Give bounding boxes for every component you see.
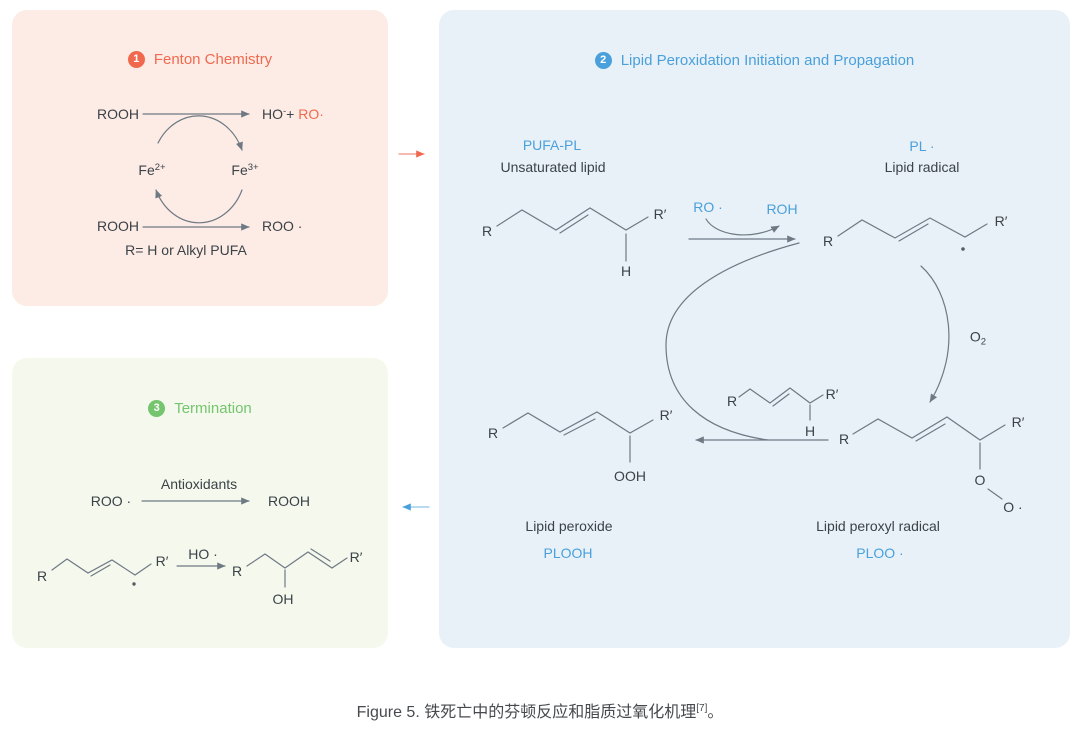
term-roo-radical-label: ROO · bbox=[90, 493, 132, 509]
rooh-bottom-label: ROOH bbox=[97, 218, 139, 234]
s4-o-radical-atom: O · bbox=[1003, 499, 1023, 515]
plooh-label: PLOOH bbox=[543, 545, 593, 561]
ro-radical-label: RO · bbox=[693, 199, 723, 215]
roo-radical-label: ROO · bbox=[262, 218, 303, 234]
s2-rprime-atom: R′ bbox=[994, 213, 1008, 229]
fe2-symbol: Fe bbox=[138, 162, 155, 178]
pl-radical-label: PL · bbox=[909, 138, 935, 154]
rooh-top-label: ROOH bbox=[97, 106, 139, 122]
s4-o-atom: O bbox=[974, 472, 986, 488]
o2-subscript: 2 bbox=[980, 336, 987, 348]
t1-r-atom: R bbox=[36, 568, 48, 584]
hydroxide-charge: - bbox=[283, 106, 287, 117]
lipid-title: Lipid Peroxidation Initiation and Propag… bbox=[620, 52, 915, 69]
lipid-peroxide-label: Lipid peroxide bbox=[525, 518, 613, 534]
figure-caption: Figure 5. 铁死亡中的芬顿反应和脂质过氧化机理[7]。 bbox=[0, 703, 1080, 722]
o2-symbol: O bbox=[969, 328, 981, 345]
s1-r-atom: R bbox=[481, 223, 493, 239]
lipid-peroxyl-radical-label: Lipid peroxyl radical bbox=[816, 518, 940, 534]
termination-panel bbox=[12, 358, 388, 648]
s4-r-atom: R bbox=[838, 431, 850, 447]
fe2-label: Fe2+ bbox=[138, 163, 165, 177]
t2-r-atom: R bbox=[231, 563, 243, 579]
term-rooh-label: ROOH bbox=[268, 493, 310, 509]
s5-ooh-group: OOH bbox=[614, 468, 646, 484]
fe2-charge: 2+ bbox=[154, 162, 166, 173]
fenton-title-row: 1 Fenton Chemistry bbox=[12, 51, 388, 68]
pufa-pl-label: PUFA-PL bbox=[522, 137, 582, 153]
ho-radical-label: HO · bbox=[188, 546, 218, 562]
termination-title-row: 3 Termination bbox=[12, 400, 388, 417]
fenton-products-label: HO-+ RO· bbox=[262, 107, 324, 121]
caption-text: 铁死亡中的芬顿反应和脂质过氧化机理 bbox=[424, 704, 697, 721]
s3-r-atom: R bbox=[726, 393, 738, 409]
s3-rprime-atom: R′ bbox=[825, 386, 839, 402]
roh-label: ROH bbox=[766, 201, 798, 217]
lipid-radical-label: Lipid radical bbox=[884, 159, 960, 175]
ploo-radical-label: PLOO · bbox=[856, 545, 904, 561]
fenton-title: Fenton Chemistry bbox=[153, 51, 273, 68]
fe3-symbol: Fe bbox=[231, 162, 248, 178]
t1-rprime-atom: R′ bbox=[155, 553, 169, 569]
plus-sign: + bbox=[286, 106, 295, 122]
fenton-panel bbox=[12, 10, 388, 306]
s5-r-atom: R bbox=[487, 425, 499, 441]
hydroxide-label: HO bbox=[262, 106, 283, 122]
termination-badge: 3 bbox=[148, 400, 166, 417]
termination-title: Termination bbox=[174, 400, 252, 417]
s1-h-atom: H bbox=[620, 263, 632, 279]
caption-period: 。 bbox=[707, 704, 724, 721]
s3-h-atom: H bbox=[804, 423, 816, 439]
alkoxyl-radical-label: RO· bbox=[298, 106, 324, 122]
fenton-badge: 1 bbox=[127, 51, 145, 68]
r-legend-label: R= H or Alkyl PUFA bbox=[125, 242, 247, 258]
s4-rprime-atom: R′ bbox=[1011, 414, 1025, 430]
fe3-label: Fe3+ bbox=[231, 163, 258, 177]
lipid-title-row: 2 Lipid Peroxidation Initiation and Prop… bbox=[439, 52, 1070, 69]
unsaturated-lipid-label: Unsaturated lipid bbox=[500, 159, 606, 175]
t2-rprime-atom: R′ bbox=[349, 549, 363, 565]
fe3-charge: 3+ bbox=[247, 162, 259, 173]
t2-oh-group: OH bbox=[272, 591, 294, 607]
s1-rprime-atom: R′ bbox=[653, 206, 667, 222]
caption-reference: [7] bbox=[696, 703, 708, 714]
s5-rprime-atom: R′ bbox=[659, 407, 673, 423]
s2-r-atom: R bbox=[822, 233, 834, 249]
figure-number: Figure 5. bbox=[356, 704, 420, 721]
antioxidants-label: Antioxidants bbox=[160, 476, 238, 492]
o2-label: O2 bbox=[970, 329, 986, 347]
lipid-badge: 2 bbox=[594, 52, 612, 69]
